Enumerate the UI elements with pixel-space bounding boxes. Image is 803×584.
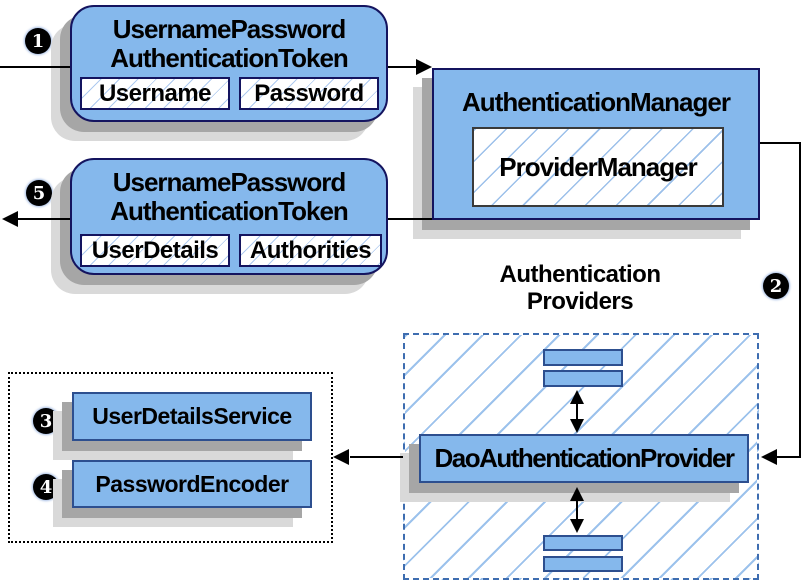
response-flow-line-out (18, 218, 70, 220)
userdetails-field-box: UserDetails (80, 234, 230, 267)
manager-to-provider-line-bottom (777, 456, 801, 458)
step-1-badge: 1 (25, 28, 51, 54)
response-token-title-line2: AuthenticationToken (110, 196, 349, 226)
manager-to-provider-line-vertical (799, 142, 801, 458)
response-token-title-line1: UsernamePassword (112, 167, 347, 197)
response-token-box: UsernamePassword AuthenticationToken Use… (70, 158, 388, 275)
step-3-badge: 3 (33, 408, 59, 434)
authentication-manager-box: AuthenticationManager ProviderManager (432, 68, 760, 220)
authentication-manager-title: AuthenticationManager (462, 87, 731, 117)
authorities-field-box: Authorities (239, 234, 382, 267)
authentication-providers-label-line2: Providers (526, 288, 634, 315)
authentication-providers-label-line1: Authentication (499, 261, 662, 288)
password-field-box: Password (239, 77, 379, 110)
username-field-box: Username (80, 77, 230, 110)
response-token-title: UsernamePassword AuthenticationToken (72, 168, 386, 226)
dao-to-dependencies-line (350, 456, 403, 458)
arrowhead-into-dao-provider-icon (761, 449, 777, 465)
double-arrow-top-line (576, 402, 578, 421)
provider-item-bar (543, 556, 623, 572)
arrowhead-into-authentication-manager-icon (416, 59, 432, 75)
response-flow-line-from-manager (388, 218, 432, 220)
double-arrow-bottom-up-icon (570, 487, 584, 501)
dao-authentication-provider-box: DaoAuthenticationProvider (419, 434, 749, 483)
step-2-badge: 2 (763, 273, 789, 299)
arrowhead-into-dependencies-icon (333, 449, 349, 465)
double-arrow-bottom-down-icon (570, 519, 584, 533)
provider-item-bar (543, 535, 623, 551)
manager-to-provider-line-top (760, 142, 801, 144)
arrowhead-response-out-icon (2, 211, 18, 227)
provider-item-bar (543, 349, 623, 366)
step-4-badge: 4 (33, 474, 59, 500)
double-arrow-top-down-icon (570, 419, 584, 433)
double-arrow-top-up-icon (570, 390, 584, 404)
user-details-service-box: UserDetailsService (72, 392, 312, 441)
request-token-box: UsernamePassword AuthenticationToken Use… (70, 5, 388, 122)
step-5-badge: 5 (26, 180, 52, 206)
provider-item-bar (543, 370, 623, 387)
request-flow-line-to-manager (388, 66, 418, 68)
authentication-providers-label: Authentication Providers (455, 261, 705, 315)
provider-manager-box: ProviderManager (472, 127, 724, 207)
request-token-title-line2: AuthenticationToken (110, 43, 349, 73)
request-flow-line-in (0, 66, 70, 68)
request-token-title: UsernamePassword AuthenticationToken (72, 15, 386, 73)
password-encoder-box: PasswordEncoder (72, 460, 312, 508)
request-token-title-line1: UsernamePassword (112, 14, 347, 44)
dao-dependencies-region (8, 372, 333, 543)
double-arrow-bottom-line (576, 499, 578, 520)
